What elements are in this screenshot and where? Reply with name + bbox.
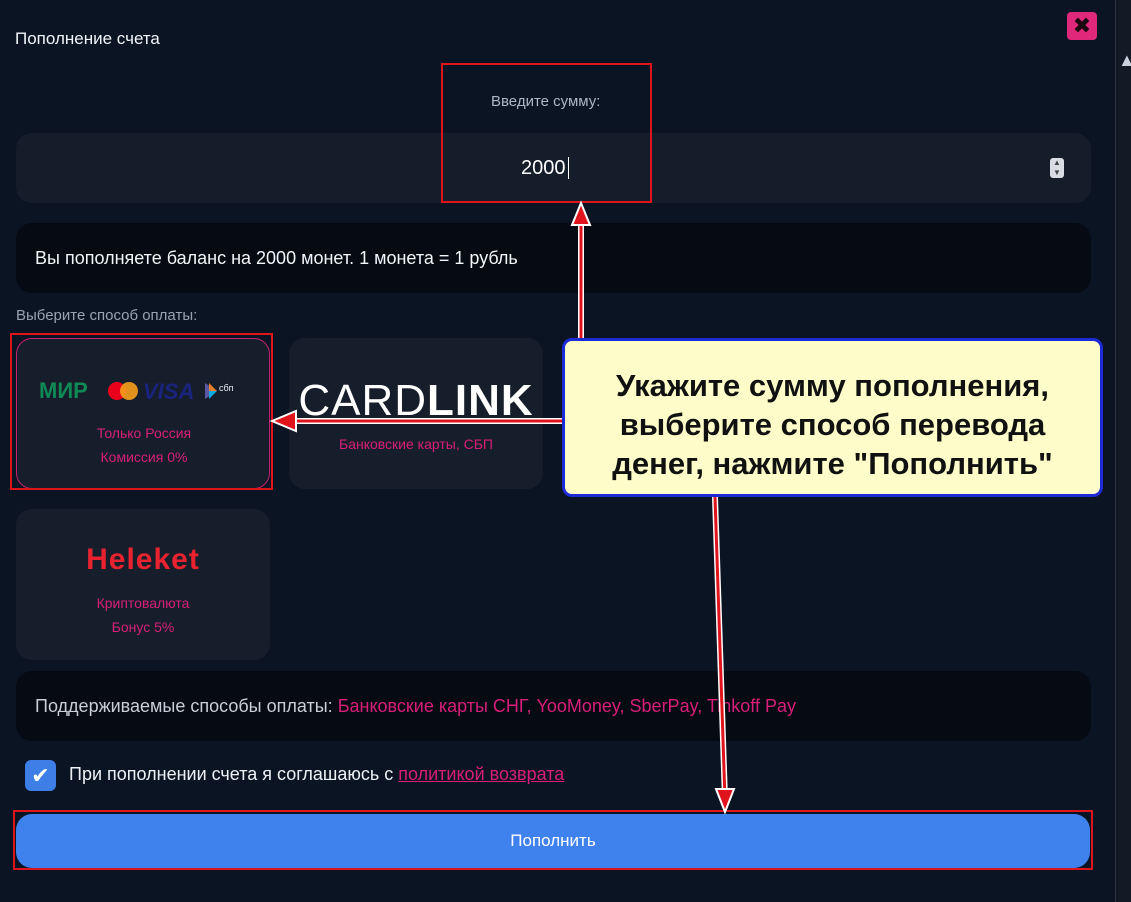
supported-methods-list: Банковские карты СНГ, YooMoney, SberPay,…	[337, 696, 796, 716]
modal-title: Пополнение счета	[15, 29, 160, 48]
svg-text:VISA: VISA	[143, 379, 194, 403]
agree-label: При пополнении счета я соглашаюсь с поли…	[69, 764, 565, 784]
highlight-amount-frame	[441, 63, 652, 203]
number-spinner-icon[interactable]: ▲▼	[1050, 158, 1064, 178]
cardlink-logo: CARDLINK	[298, 376, 534, 425]
method-region: Только Россия	[96, 425, 192, 441]
heleket-logo: Heleket	[86, 543, 200, 576]
highlight-submit-frame	[13, 810, 1093, 870]
amount-label: Введите сумму:	[491, 93, 601, 110]
amount-input[interactable]: 2000	[521, 157, 569, 179]
svg-text:МИР: МИР	[39, 379, 88, 403]
svg-text:сбп: сбп	[219, 383, 234, 393]
submit-button[interactable]: Пополнить	[16, 814, 1090, 868]
close-icon[interactable]: ✖	[1067, 12, 1097, 40]
payment-method-label: Выберите способ оплаты:	[16, 307, 198, 324]
payment-systems-logo: МИР VISA сбп	[39, 379, 234, 403]
info-text: Вы пополняете баланс на 2000 монет. 1 мо…	[35, 248, 518, 268]
supported-methods-panel	[16, 671, 1091, 741]
method-fee: Комиссия 0%	[100, 449, 188, 465]
supported-methods-text: Поддерживаемые способы оплаты: Банковски…	[35, 696, 796, 716]
background-page-fragment: ▲	[1116, 0, 1131, 902]
refund-policy-link[interactable]: политикой возврата	[398, 764, 565, 784]
payment-method-mir[interactable]: МИР VISA сбп Только Россия Комиссия 0%	[16, 338, 270, 489]
method-description: Банковские карты, СБП	[339, 436, 493, 452]
payment-method-heleket[interactable]: Heleket Криптовалюта Бонус 5%	[16, 509, 270, 660]
agree-checkbox[interactable]: ✔	[25, 760, 56, 791]
highlight-method-frame	[10, 333, 273, 490]
amount-input-container[interactable]	[16, 133, 1091, 203]
info-panel	[16, 223, 1091, 293]
method-bonus: Бонус 5%	[111, 619, 175, 635]
instruction-callout: Укажите сумму пополнения, выберите спосо…	[562, 338, 1103, 497]
payment-method-cardlink[interactable]: CARDLINK Банковские карты, СБП	[289, 338, 543, 489]
bell-icon: ▲	[1118, 50, 1131, 70]
method-description: Криптовалюта	[96, 595, 190, 611]
